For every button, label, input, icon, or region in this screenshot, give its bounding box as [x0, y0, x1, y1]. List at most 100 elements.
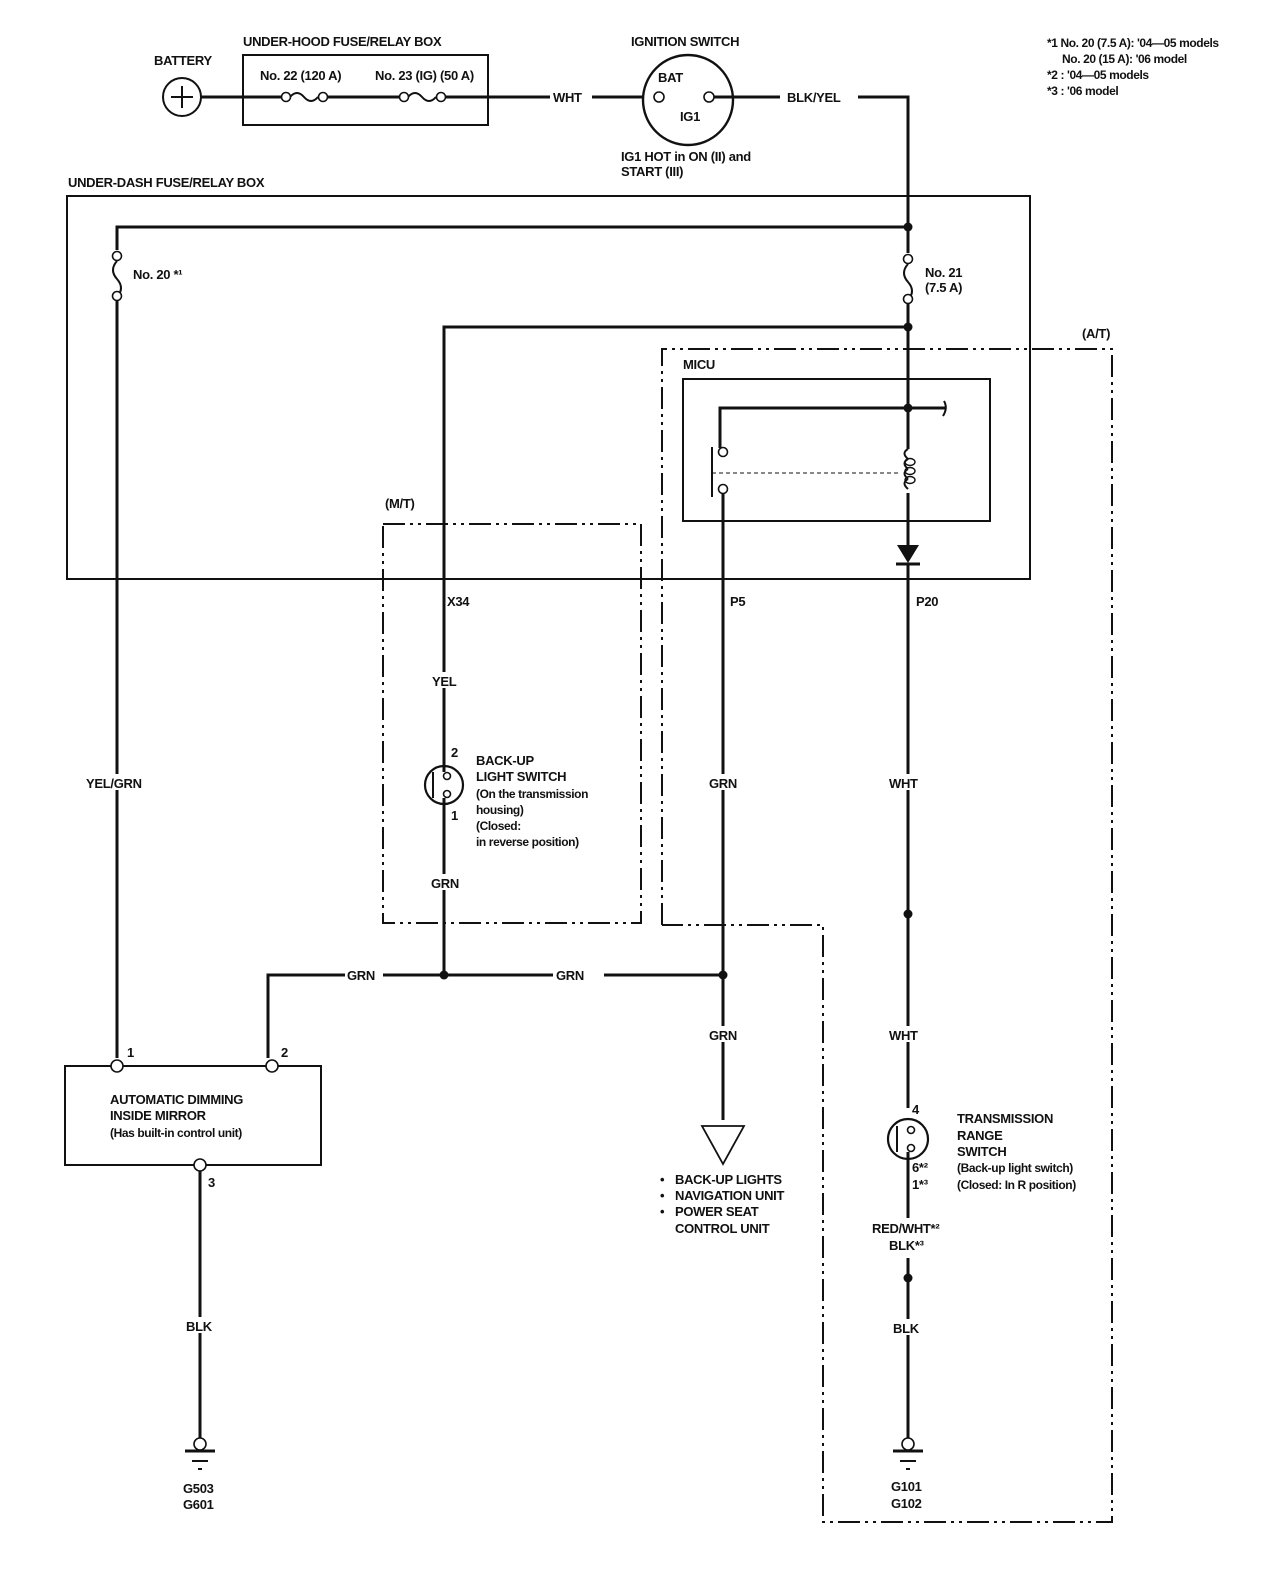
auto-dimming-mirror[interactable]: 1 2 3 AUTOMATIC DIMMING INSIDE MIRROR (H…: [64, 1045, 322, 1190]
ignition-note-1: IG1 HOT in ON (II) and: [621, 149, 751, 164]
bat-terminal: [653, 91, 665, 103]
ig1-terminal: [703, 91, 715, 103]
connector-p20: P20: [916, 594, 938, 609]
svg-text:•: •: [660, 1172, 665, 1187]
svg-text:•: •: [660, 1204, 665, 1219]
ignition-bat-label: BAT: [658, 70, 683, 85]
ground-icon: [185, 1437, 215, 1470]
ignition-note-2: START (III): [621, 164, 683, 179]
wire-bus-no20: [115, 225, 908, 250]
micu-relay-feed: [718, 406, 945, 448]
backup-line-4: housing): [476, 803, 524, 817]
wire-label-red-wht: RED/WHT*²: [872, 1221, 940, 1236]
wire-label-grn-switch: GRN: [431, 876, 459, 891]
range-pin-1: 1*³: [912, 1177, 929, 1192]
range-pin-4: 4: [912, 1102, 920, 1117]
range-line-4: (Back-up light switch): [957, 1161, 1073, 1175]
mirror-pin-2: 2: [281, 1045, 288, 1060]
junction-dot: [439, 970, 449, 980]
mt-region-border: [382, 523, 642, 924]
micu-box[interactable]: [682, 378, 991, 522]
battery[interactable]: BATTERY: [154, 53, 213, 117]
under-dash-fuse-box[interactable]: [66, 195, 1031, 580]
range-line-3: SWITCH: [957, 1144, 1006, 1159]
wire-label-yel: YEL: [432, 674, 457, 689]
destination-backup-lights: BACK-UP LIGHTS: [675, 1172, 782, 1187]
svg-text:•: •: [660, 1188, 665, 1203]
wire-label-grn-mid: GRN: [556, 968, 584, 983]
range-line-1: TRANSMISSION: [957, 1111, 1053, 1126]
mirror-pin-2-terminal: [265, 1059, 279, 1073]
label-bg: [891, 1319, 925, 1335]
under-hood-fuse-box[interactable]: UNDER-HOOD FUSE/RELAY BOX No. 22 (120 A)…: [242, 34, 489, 126]
mirror-line-3: (Has built-in control unit): [110, 1126, 242, 1140]
mirror-line-2: INSIDE MIRROR: [110, 1108, 207, 1123]
destination-list: • BACK-UP LIGHTS • NAVIGATION UNIT • POW…: [660, 1172, 785, 1236]
backup-pin-2: 2: [451, 745, 458, 760]
fuse-21-label-a: No. 21: [925, 265, 962, 280]
micu-title: MICU: [683, 357, 715, 372]
wire-label-grn-micu: GRN: [709, 776, 737, 791]
fuse-23-icon: [398, 91, 447, 103]
at-region-border: [661, 348, 1113, 1523]
backup-light-switch[interactable]: 2 1 BACK-UP LIGHT SWITCH (On the transmi…: [423, 745, 588, 849]
backup-line-3: (On the transmission: [476, 787, 588, 801]
junction-dot: [718, 970, 728, 980]
range-pin-6: 6*²: [912, 1160, 929, 1175]
fuse-23-label: No. 23 (IG) (50 A): [375, 68, 474, 83]
label-bg: [184, 1317, 216, 1333]
transmission-range-switch[interactable]: 4 6*² 1*³ TRANSMISSION RANGE SWITCH (Bac…: [886, 1102, 1077, 1218]
mirror-pin-3: 3: [208, 1175, 215, 1190]
junction-dot: [903, 403, 913, 413]
ground-g102: G102: [891, 1496, 922, 1511]
battery-positive-icon: [162, 77, 202, 117]
relay-coil-icon: [902, 448, 916, 493]
wire-label-blk-right: BLK: [893, 1321, 920, 1336]
footnotes: *1 No. 20 (7.5 A): '04—05 models No. 20 …: [1047, 36, 1220, 98]
destination-power-seat: POWER SEAT: [675, 1204, 759, 1219]
backup-pin-1: 1: [451, 808, 458, 823]
battery-label: BATTERY: [154, 53, 212, 68]
footnote-2: *2 : '04—05 models: [1047, 68, 1149, 82]
destination-power-seat-2: CONTROL UNIT: [675, 1221, 770, 1236]
ignition-switch-title: IGNITION SWITCH: [631, 34, 739, 49]
wire-label-blk-3: BLK*³: [889, 1238, 925, 1253]
mirror-pin-1-terminal: [110, 1059, 124, 1073]
ground-g503: G503: [183, 1481, 214, 1496]
wire-label-blk-left: BLK: [186, 1319, 213, 1334]
backup-line-1: BACK-UP: [476, 753, 534, 768]
fuse-21-icon: [902, 253, 914, 305]
destination-navigation: NAVIGATION UNIT: [675, 1188, 784, 1203]
ground-icon: [893, 1437, 923, 1470]
variant-mt-label: (M/T): [385, 496, 415, 511]
ignition-switch[interactable]: IGNITION SWITCH BAT IG1 IG1 HOT in ON (I…: [621, 34, 752, 179]
ground-g101: G101: [891, 1479, 922, 1494]
mirror-pin-1: 1: [127, 1045, 134, 1060]
wire-yel-x34: [442, 325, 908, 975]
diode-icon: [896, 545, 920, 566]
wire-label-blk-yel: BLK/YEL: [787, 90, 841, 105]
wire-labels: YEL/GRN YEL GRN GRN WHT WHT GRN: [85, 672, 924, 1043]
relay-contact-icon: [711, 446, 900, 497]
range-line-5: (Closed: In R position): [957, 1178, 1076, 1192]
wire-label-wht-lower: WHT: [889, 1028, 918, 1043]
footnote-3: *3 : '06 model: [1047, 84, 1118, 98]
mirror-pin-3-terminal: [193, 1158, 207, 1172]
connector-x34: X34: [447, 594, 470, 609]
fuse-22-icon: [280, 91, 329, 103]
junction-dot: [903, 1273, 913, 1283]
backup-line-5: (Closed:: [476, 819, 521, 833]
micu-internal-lead: [942, 400, 947, 417]
fuse-20-icon: [111, 250, 123, 302]
wire-label-grn-down: GRN: [709, 1028, 737, 1043]
connector-p5: P5: [730, 594, 745, 609]
wire-label-wht-top: WHT: [553, 90, 582, 105]
backup-line-6: in reverse position): [476, 835, 579, 849]
fuse-20-label: No. 20 *¹: [133, 267, 182, 282]
junction-dot: [903, 222, 913, 232]
under-hood-title: UNDER-HOOD FUSE/RELAY BOX: [243, 34, 442, 49]
footnote-1: *1 No. 20 (7.5 A): '04—05 models: [1047, 36, 1219, 50]
ground-g601: G601: [183, 1497, 214, 1512]
fuse-22-label: No. 22 (120 A): [260, 68, 341, 83]
ignition-ig1-label: IG1: [680, 109, 700, 124]
